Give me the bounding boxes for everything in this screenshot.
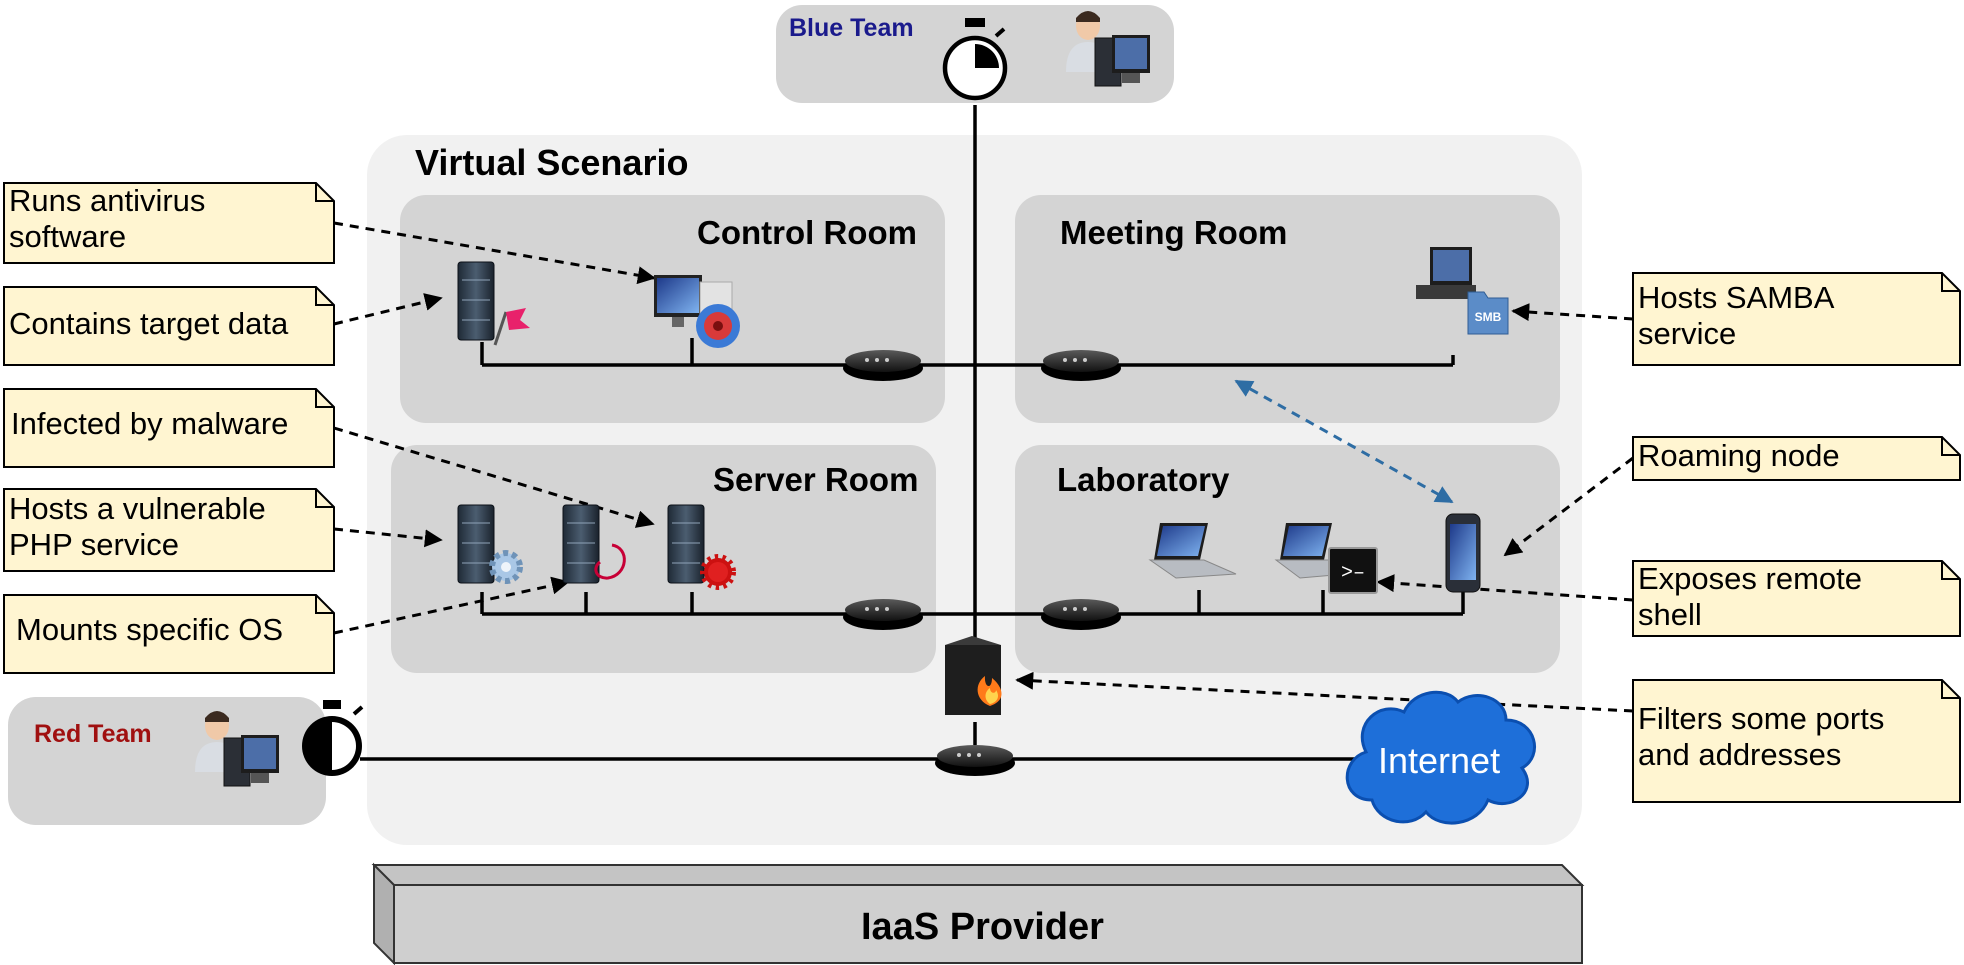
note-line: shell: [1638, 597, 1702, 632]
blue-team-label: Blue Team: [789, 14, 914, 42]
router-icon: [935, 745, 1015, 776]
note-target-data: Contains target data: [9, 306, 288, 342]
terminal-icon: >–: [1328, 547, 1378, 594]
note-line: service: [1638, 316, 1737, 351]
flame-icon: [977, 676, 1002, 706]
virus-icon: [700, 554, 736, 590]
debian-swirl-icon: [594, 543, 626, 580]
meeting-room-title: Meeting Room: [1060, 214, 1288, 251]
iaas-provider-slab: [371, 862, 1585, 965]
router-icon: [843, 350, 923, 381]
note-line: Hosts a vulnerable: [9, 491, 266, 526]
note-line: PHP service: [9, 527, 179, 562]
note-shapes: [3, 182, 1961, 803]
server-room-title: Server Room: [713, 461, 919, 498]
router-icon: [1041, 350, 1121, 381]
note-line: Exposes remote: [1638, 561, 1862, 596]
smb-folder-icon: SMB: [1467, 291, 1509, 335]
red-team-label: Red Team: [34, 720, 152, 748]
antivirus-shield-icon: [696, 304, 740, 348]
smb-badge: SMB: [1475, 310, 1502, 324]
note-line: Runs antivirus: [9, 183, 206, 218]
note-line: Mounts specific OS: [16, 612, 284, 647]
red-operator-icon: [195, 711, 279, 787]
iaas-provider-label: IaaS Provider: [861, 906, 1104, 948]
note-line: Infected by malware: [11, 406, 289, 441]
red-team-box: [8, 697, 326, 825]
internet-label: Internet: [1378, 740, 1501, 781]
network-links: [360, 105, 1465, 761]
note-line: software: [9, 219, 127, 254]
note-samba: Hosts SAMBA service: [1638, 280, 1834, 352]
callout-arrows: [333, 221, 1634, 713]
php-server-icon: [457, 504, 495, 584]
terminal-prompt: >–: [1341, 562, 1365, 585]
blue-operator-icon: [1066, 11, 1150, 87]
smartphone-icon: [1445, 513, 1481, 593]
router-icon: [843, 599, 923, 630]
laptop-icon: [1148, 523, 1237, 579]
note-line: Hosts SAMBA: [1638, 280, 1835, 315]
note-shell: Exposes remote shell: [1638, 561, 1862, 633]
note-php: Hosts a vulnerable PHP service: [9, 491, 266, 563]
note-roaming: Roaming node: [1638, 438, 1840, 474]
note-filters: Filters some ports and addresses: [1638, 701, 1884, 773]
note-line: Contains target data: [9, 306, 289, 341]
flag-icon: [493, 308, 530, 346]
note-antivirus: Runs antivirus software: [9, 183, 205, 255]
samba-workstation-icon: [1416, 247, 1476, 299]
note-line: Filters some ports: [1638, 701, 1885, 736]
firewall-icon: [945, 636, 1001, 715]
note-malware: Infected by malware: [11, 406, 288, 442]
note-line: Roaming node: [1638, 438, 1840, 473]
os-server-icon: [562, 504, 600, 584]
server-room-box: [391, 445, 936, 673]
internet-cloud-icon: [1345, 690, 1537, 825]
note-os: Mounts specific OS: [16, 612, 283, 648]
control-room-title: Control Room: [697, 214, 917, 251]
blue-stopwatch-icon: [942, 18, 1008, 101]
gear-icon: [489, 550, 523, 584]
laboratory-title: Laboratory: [1057, 461, 1230, 498]
red-stopwatch-icon: [302, 700, 364, 776]
router-icon: [1041, 599, 1121, 630]
target-data-server-icon: [457, 261, 495, 341]
note-line: and addresses: [1638, 737, 1842, 772]
scenario-title: Virtual Scenario: [415, 142, 689, 183]
malware-server-icon: [667, 504, 705, 584]
